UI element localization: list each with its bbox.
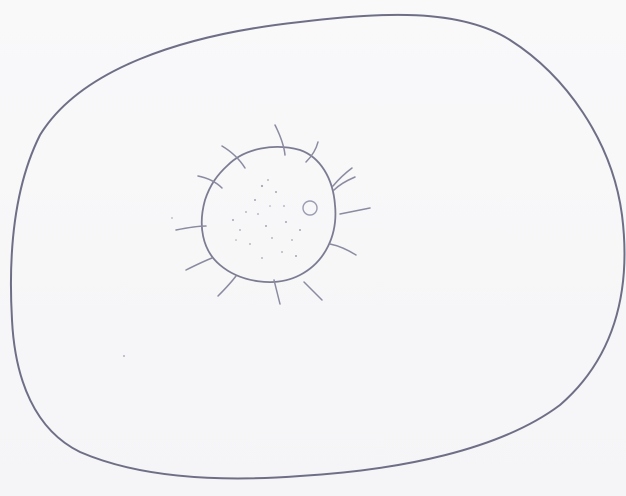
nucleus-projections	[176, 125, 370, 304]
nucleus-outline	[202, 147, 336, 282]
stray-marks	[123, 217, 173, 357]
nucleolus	[303, 201, 317, 215]
nucleus-stipple	[232, 179, 301, 259]
outer-cell-outline	[11, 15, 625, 479]
